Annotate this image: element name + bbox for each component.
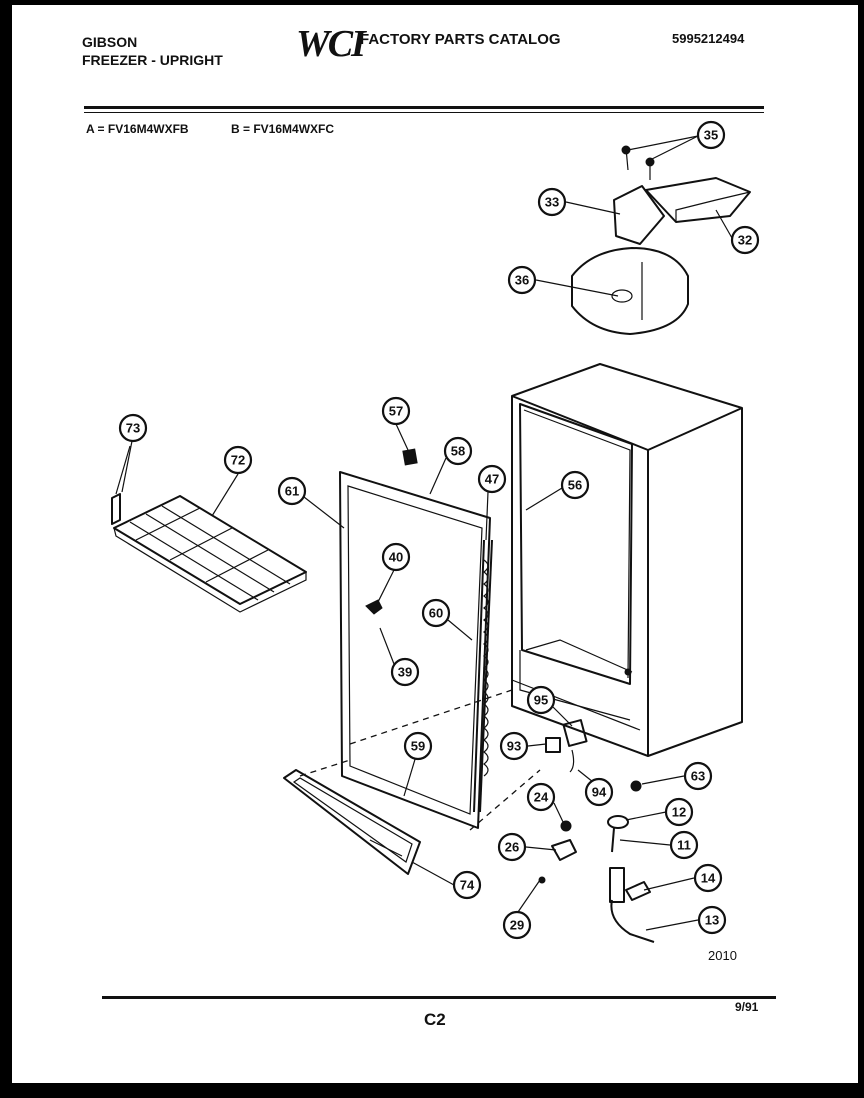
callout-label: 39 — [398, 665, 412, 680]
callout-47: 47 — [477, 464, 507, 494]
assembly-lines — [299, 689, 541, 831]
callout-label: 14 — [701, 871, 716, 886]
callout-label: 72 — [231, 453, 245, 468]
callout-label: 74 — [460, 878, 475, 893]
callout-95: 95 — [526, 685, 556, 715]
callout-label: 29 — [510, 918, 524, 933]
shelf-drawing — [111, 445, 307, 613]
callout-label: 33 — [545, 195, 559, 210]
door-liner-drawing — [339, 448, 493, 829]
callout-label: 93 — [507, 739, 521, 754]
callout-40: 40 — [381, 542, 411, 572]
callout-label: 58 — [451, 444, 465, 459]
callout-57: 57 — [381, 396, 411, 426]
callout-24: 24 — [526, 782, 556, 812]
callout-93: 93 — [499, 731, 529, 761]
callout-label: 73 — [126, 421, 140, 436]
footer-rule — [102, 996, 776, 999]
callout-73: 73 — [118, 413, 148, 443]
callout-label: 56 — [568, 478, 582, 493]
callout-59: 59 — [403, 731, 433, 761]
catalog-page — [12, 5, 858, 1083]
callout-72: 72 — [223, 445, 253, 475]
callout-11: 11 — [669, 830, 699, 860]
callout-14: 14 — [693, 863, 723, 893]
grille-drawing — [283, 769, 421, 875]
callout-label: 11 — [677, 838, 691, 853]
header-rule-thin — [84, 112, 764, 113]
callout-74: 74 — [452, 870, 482, 900]
callout-35: 35 — [696, 120, 726, 150]
callout-label: 59 — [411, 739, 425, 754]
callout-label: 47 — [485, 472, 499, 487]
callout-label: 61 — [285, 484, 299, 499]
callout-label: 24 — [534, 790, 549, 805]
callout-label: 95 — [534, 693, 548, 708]
callout-60: 60 — [421, 598, 451, 628]
callout-label: 35 — [704, 128, 718, 143]
callout-label: 32 — [738, 233, 752, 248]
brand-name: GIBSON — [82, 34, 138, 50]
callout-label: 40 — [389, 550, 403, 565]
hardware-drawing — [538, 719, 655, 943]
callout-label: 94 — [592, 785, 607, 800]
model-a: A = FV16M4WXFB — [86, 122, 189, 136]
callout-26: 26 — [497, 832, 527, 862]
leader-lines — [121, 135, 733, 931]
issue-date: 9/91 — [735, 1000, 759, 1014]
callout-label: 26 — [505, 840, 519, 855]
product-type: FREEZER - UPRIGHT — [82, 52, 223, 68]
callout-56: 56 — [560, 470, 590, 500]
callout-36: 36 — [507, 265, 537, 295]
callout-63: 63 — [683, 761, 713, 791]
callout-29: 29 — [502, 910, 532, 940]
wci-logo: WCI — [296, 23, 366, 65]
callout-label: 57 — [389, 404, 403, 419]
callout-94: 94 — [584, 777, 614, 807]
cabinet-drawing — [511, 363, 743, 757]
catalog-number: 5995212494 — [672, 31, 745, 46]
callout-label: 13 — [705, 913, 719, 928]
model-b: B = FV16M4WXFC — [231, 122, 335, 136]
callout-39: 39 — [390, 657, 420, 687]
callout-58: 58 — [443, 436, 473, 466]
callout-12: 12 — [664, 797, 694, 827]
callout-33: 33 — [537, 187, 567, 217]
control-housing-drawing — [571, 145, 751, 335]
catalog-title: FACTORY PARTS CATALOG — [360, 31, 561, 48]
callout-label: 36 — [515, 273, 529, 288]
page-code: C2 — [424, 1010, 446, 1029]
callout-13: 13 — [697, 905, 727, 935]
header-rule — [84, 106, 764, 109]
callout-label: 60 — [429, 606, 443, 621]
callout-61: 61 — [277, 476, 307, 506]
callout-32: 32 — [730, 225, 760, 255]
diagram-code: 2010 — [708, 948, 737, 963]
callout-label: 63 — [691, 769, 705, 784]
callout-label: 12 — [672, 805, 686, 820]
